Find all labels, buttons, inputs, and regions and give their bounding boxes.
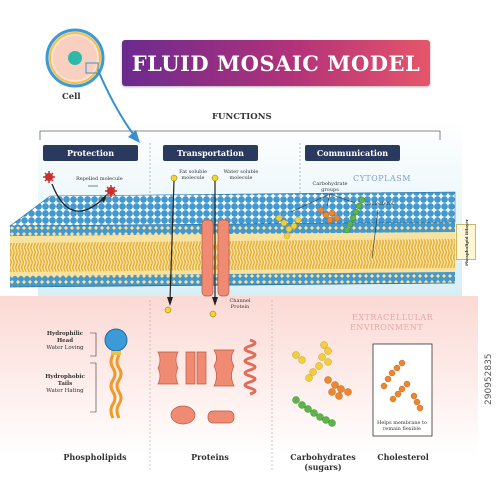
carbohydrate-groups-label: Carbohydrate groups	[312, 181, 348, 193]
water-soluble-label: Water soluble molecule	[223, 169, 259, 181]
water-loving-label: Water Loving	[46, 345, 84, 351]
bilayer-tag-text: Phospholipid Bilayer	[463, 218, 469, 266]
cholesterol-caption: Cholesterol	[377, 452, 429, 462]
pointer-line	[371, 209, 379, 259]
phospholipids-caption: Phospholipids	[63, 452, 127, 462]
pointer-line	[290, 193, 356, 213]
fat-soluble-molecule-icon	[164, 174, 178, 314]
cell-icon	[45, 28, 105, 88]
stock-sidebar	[478, 270, 500, 500]
environment-label: ENVIRONMENT	[350, 323, 424, 332]
extracellular-label: EXTRACELLULAR	[352, 313, 434, 322]
head-label: Head	[56, 338, 74, 344]
hydrophilic-label: Hydrophilic	[46, 331, 84, 337]
phospholipid-bilayer	[9, 191, 456, 288]
cell-zoom-arrow	[97, 69, 137, 139]
communication-box: Communication	[305, 145, 400, 161]
page-title: FLUID MOSAIC MODEL	[131, 50, 421, 76]
carbohydrate-chain-icon	[275, 196, 366, 240]
phospholipid-bilayer-tag: Phospholipid Bilayer	[456, 219, 476, 265]
title-banner: FLUID MOSAIC MODEL	[122, 40, 430, 86]
arrow-head	[128, 130, 140, 143]
proteins-caption: Proteins	[191, 452, 229, 462]
cell-label: Cell	[62, 92, 81, 102]
sugars-caption: (sugars)	[304, 462, 342, 472]
repelled-molecule-icon	[43, 171, 117, 197]
functions-bracket	[39, 130, 441, 140]
arrow-head	[101, 194, 107, 203]
channel-protein-label: Channel Protein	[229, 298, 251, 310]
tail-bracket	[90, 362, 97, 413]
hydrophobic-label: Hydrophobic	[45, 374, 85, 380]
stock-id: 290952835	[484, 353, 494, 405]
cholesterol-icon	[380, 359, 424, 412]
tails-label: Tails	[57, 381, 73, 387]
repel-arrow	[51, 183, 105, 212]
cholesterol-label: Cholesterol	[364, 201, 394, 207]
protein-shapes-icon	[157, 338, 257, 425]
carbohydrates-caption: Carbohydrates	[290, 452, 356, 462]
repelled-molecule-label: Repelled molecule	[76, 176, 123, 182]
cytoplasm-label: CYTOPLASM	[353, 174, 411, 183]
protection-box: Protection	[43, 145, 138, 161]
water-hating-label: Water Hating	[46, 388, 84, 394]
functions-label: FUNCTIONS	[212, 112, 272, 122]
transportation-box: Transportation	[163, 145, 258, 161]
head-bracket	[90, 332, 97, 357]
carbohydrates-illustration	[292, 341, 352, 427]
phospholipid-icon	[104, 328, 128, 419]
fat-soluble-label: Fat soluble molecule	[179, 169, 207, 181]
channel-protein-icon	[201, 174, 230, 318]
cholesterol-note: Helps membrane to remain flexible	[376, 420, 428, 432]
